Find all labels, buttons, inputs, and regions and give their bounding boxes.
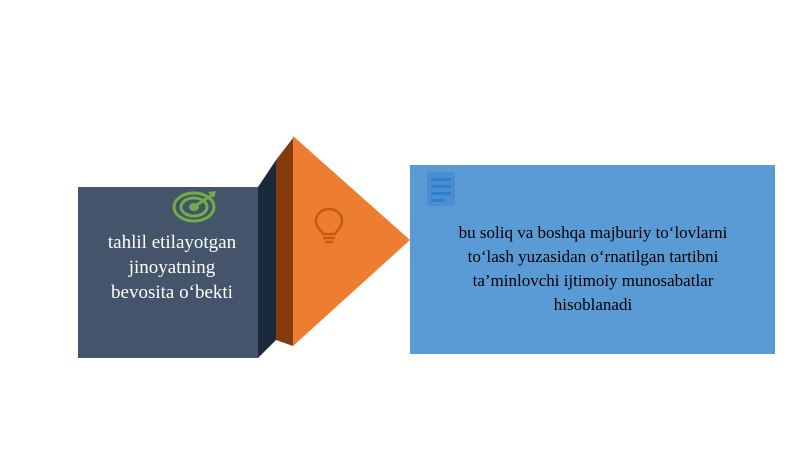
object-label-line: bevosita o‘bekti [111,282,233,303]
connector-side-face [258,160,276,358]
object-box [78,187,258,358]
object-label: tahlil etilayotgan jinoyatning bevosita … [85,230,259,305]
definition-text-line: hisoblanadi [553,295,633,314]
definition-text-line: bu soliq va boshqa majburiy to‘lovlarni [458,223,728,242]
connector-shadow-face [276,138,293,346]
object-label-line: jinoyatning [128,257,216,278]
definition-text-line: ta’minlovchi ijtimoiy munosabatlar [472,271,714,290]
definition-text: bu soliq va boshqa majburiy to‘lovlarni … [418,221,768,317]
lightbulb-icon [314,207,344,244]
object-label-line: tahlil etilayotgan [107,232,237,253]
list-icon [427,172,455,206]
arrow-triangle [293,136,410,346]
definition-text-line: to‘lash yuzasidan o‘rnatilgan tartibni [467,247,719,266]
definition-box [410,165,775,354]
target-icon [172,191,216,223]
